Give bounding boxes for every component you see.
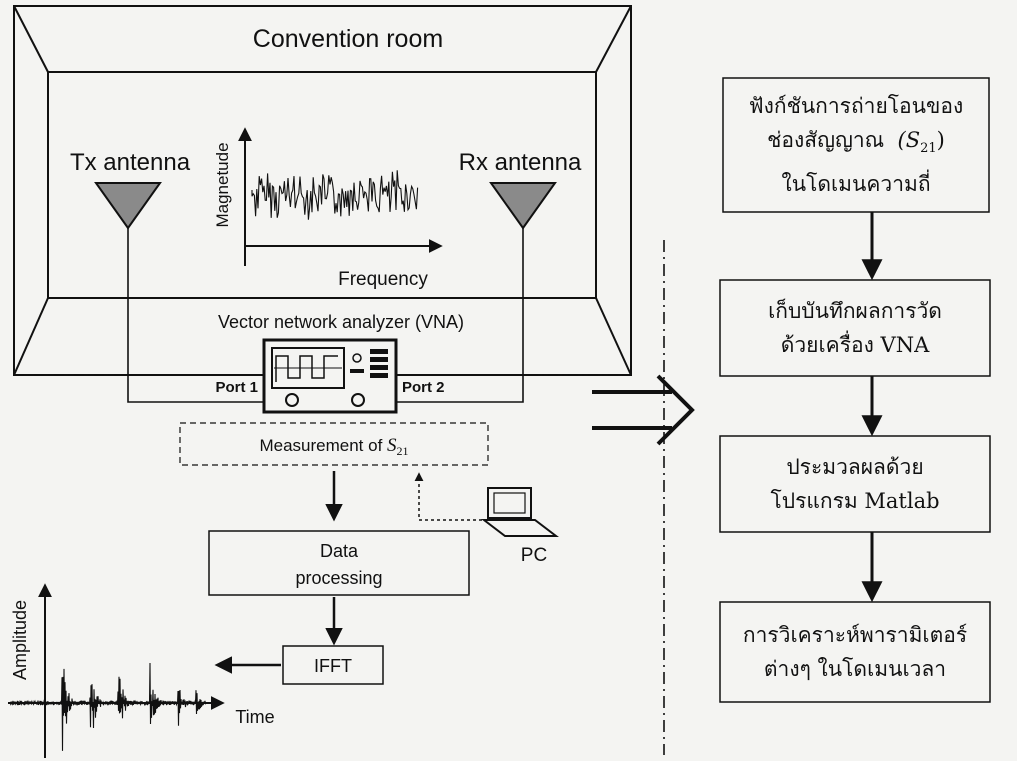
flow-step3-text: ประมวลผลด้วย โปรแกรม Matlab bbox=[720, 436, 990, 532]
vna-button-2 bbox=[370, 357, 388, 362]
flow-step2-line1: เก็บบันทึกผลการวัด bbox=[768, 299, 942, 323]
measurement-box bbox=[179, 422, 489, 466]
vna-button-3 bbox=[370, 365, 388, 370]
pc-label: PC bbox=[521, 545, 547, 566]
tx-antenna-label: Tx antenna bbox=[70, 149, 191, 176]
impulse-response-trace bbox=[9, 662, 207, 751]
pc-laptop-icon bbox=[481, 487, 559, 537]
data-processing-line2: processing bbox=[295, 568, 382, 588]
vna-button-4 bbox=[370, 373, 388, 378]
flow-step1-line2: ช่องสัญญาณ (S21) bbox=[767, 128, 945, 157]
vna-device bbox=[262, 338, 398, 414]
time-plot-ylabel: Amplitude bbox=[10, 600, 30, 680]
frequency-plot: Magnetude Frequency bbox=[213, 127, 443, 290]
rx-antenna-icon bbox=[489, 182, 557, 230]
room-edge-bl bbox=[13, 297, 49, 376]
flow-step1-box bbox=[722, 77, 990, 213]
flow-step4-line2: ต่างๆ ในโดเมนเวลา bbox=[763, 657, 947, 681]
flow-step4-text: การวิเคราะห์พารามิเตอร์ ต่างๆ ในโดเมนเวล… bbox=[720, 602, 990, 702]
flow-step3-box bbox=[719, 435, 991, 533]
measurement-label: Measurement of S21 bbox=[259, 435, 408, 458]
data-processing-line1: Data bbox=[320, 541, 359, 561]
freq-plot-ylabel: Magnetude bbox=[213, 142, 232, 227]
flow-step4-box bbox=[719, 601, 991, 703]
rx-antenna-label: Rx antenna bbox=[459, 149, 582, 176]
vna-screen-waveform bbox=[275, 355, 338, 382]
room-edge-tr bbox=[595, 5, 632, 73]
vna-port2-connector-icon bbox=[351, 393, 365, 407]
time-plot-xlabel: Time bbox=[235, 707, 274, 727]
freq-plot-xlabel: Frequency bbox=[338, 269, 428, 290]
flow-step1-line3: ในโดเมนความถี่ bbox=[781, 171, 931, 196]
flow-step2-line2: ด้วยเครื่อง VNA bbox=[780, 333, 930, 357]
flow-step3-line1: ประมวลผลด้วย bbox=[786, 455, 924, 479]
frequency-response-trace bbox=[251, 170, 419, 220]
rx-cable bbox=[396, 228, 524, 403]
vna-label: Vector network analyzer (VNA) bbox=[218, 312, 464, 332]
vna-button-1 bbox=[370, 349, 388, 354]
flow-step2-text: เก็บบันทึกผลการวัด ด้วยเครื่อง VNA bbox=[720, 280, 990, 376]
room-back-wall bbox=[47, 71, 597, 299]
ifft-box bbox=[282, 645, 384, 685]
room-edge-tl bbox=[13, 5, 49, 73]
port2-label: Port 2 bbox=[402, 379, 445, 396]
tx-cable bbox=[127, 228, 266, 403]
ifft-label: IFFT bbox=[314, 656, 352, 676]
flow-step3-line2: โปรแกรม Matlab bbox=[770, 489, 940, 513]
tx-antenna-icon bbox=[94, 182, 162, 230]
double-arrow-icon bbox=[592, 374, 695, 446]
room-title: Convention room bbox=[253, 25, 443, 53]
flow-step1-text: ฟังก์ชันการถ่ายโอนของ ช่องสัญญาณ (S21) ใ… bbox=[723, 78, 989, 212]
pc-data-link bbox=[414, 472, 482, 521]
data-processing-box bbox=[208, 530, 470, 596]
time-plot: Amplitude Time bbox=[8, 583, 275, 758]
flow-step1-line1: ฟังก์ชันการถ่ายโอนของ bbox=[748, 94, 964, 119]
port1-label: Port 1 bbox=[215, 379, 258, 396]
vna-knob-icon bbox=[352, 353, 362, 363]
flow-step2-box bbox=[719, 279, 991, 377]
room-edge-br bbox=[595, 297, 632, 376]
vna-port1-connector-icon bbox=[285, 393, 299, 407]
vna-button-5 bbox=[350, 369, 364, 373]
flow-step4-line1: การวิเคราะห์พารามิเตอร์ bbox=[742, 623, 968, 647]
